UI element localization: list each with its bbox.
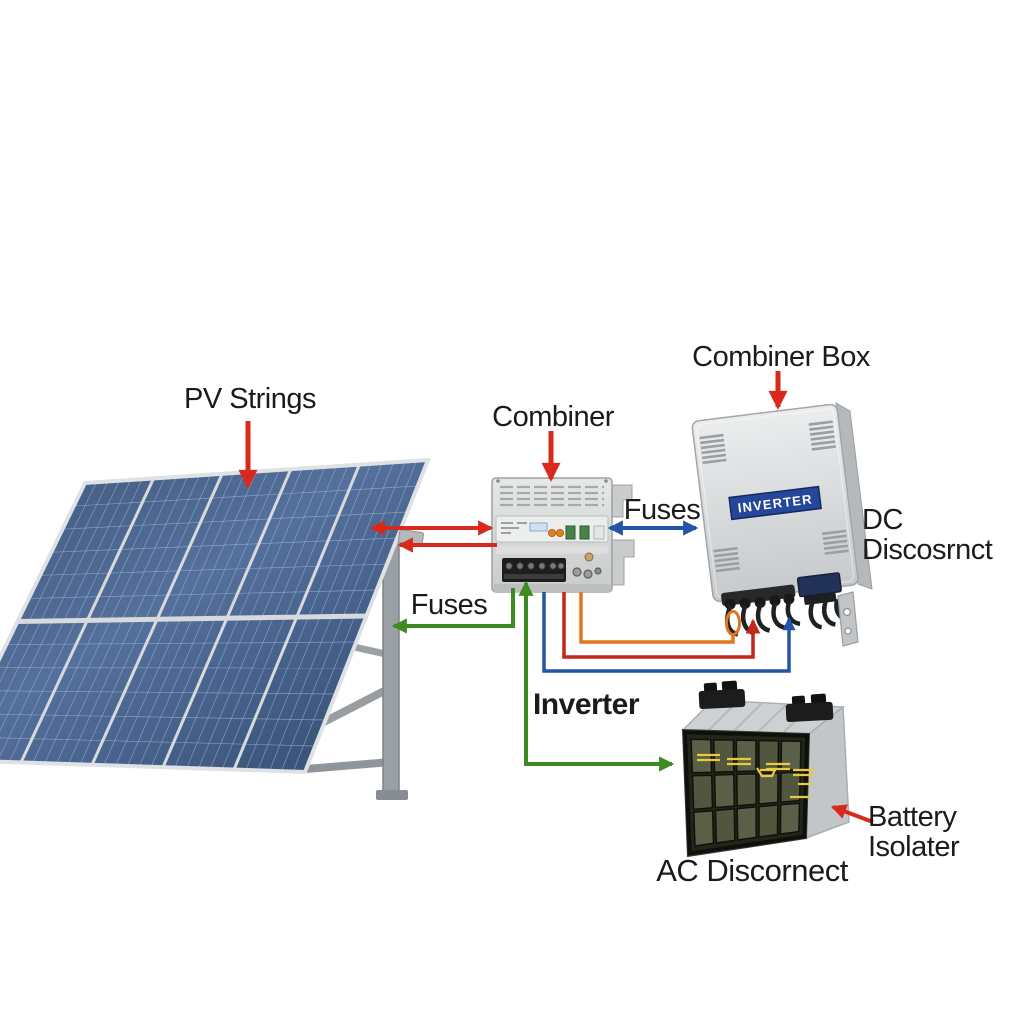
label-fuses-left: Fuses bbox=[410, 589, 488, 621]
solar-array bbox=[0, 457, 432, 775]
wire-combiner-to-battery bbox=[518, 580, 675, 772]
battery-terminals bbox=[698, 680, 834, 723]
battery-cell-markings bbox=[697, 753, 814, 799]
combiner-device bbox=[491, 477, 635, 593]
wire-fuses-combiner-to-array bbox=[391, 588, 515, 634]
inverter-device: INVERTER bbox=[691, 402, 873, 647]
label-pv-strings: PV Strings bbox=[184, 383, 317, 415]
wiring bbox=[238, 371, 874, 824]
wire-loop-orange-hook bbox=[725, 610, 741, 636]
arrow-battery-isolator bbox=[830, 804, 874, 824]
battery-device bbox=[681, 680, 850, 858]
label-inverter: Inverter bbox=[532, 688, 640, 721]
wire-loop-blue bbox=[542, 592, 796, 673]
label-ac-disconnect: AC Discornect bbox=[656, 853, 848, 888]
label-battery-isolator: Battery Isolater bbox=[868, 801, 960, 863]
wire-loop-orange bbox=[579, 592, 735, 644]
inverter-name-plate bbox=[728, 485, 822, 521]
label-fuses-top: Fuses bbox=[623, 494, 701, 526]
label-combiner-box: Combiner Box bbox=[692, 341, 870, 373]
label-dc-disconnect: DC Discosrnct bbox=[862, 504, 993, 566]
label-combiner: Combiner bbox=[492, 401, 614, 433]
battery-front-panel bbox=[681, 728, 811, 858]
wire-loop-red bbox=[562, 592, 761, 659]
